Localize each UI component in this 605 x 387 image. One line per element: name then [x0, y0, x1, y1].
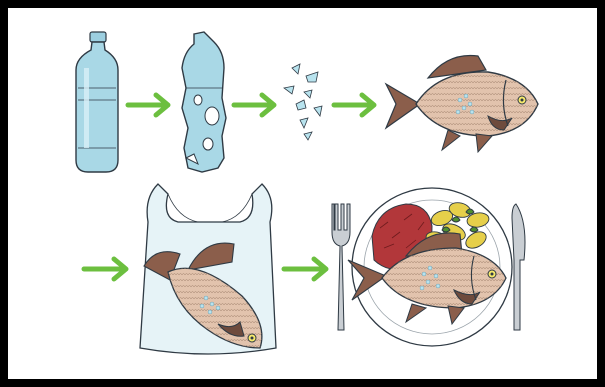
knife-icon	[512, 204, 525, 330]
broken-bottle-icon	[182, 32, 226, 172]
fork-icon	[332, 204, 350, 330]
arrow-right-icon	[334, 95, 374, 115]
microplastic-cycle-illustration	[8, 8, 597, 379]
arrow-right-icon	[84, 259, 126, 279]
fish-icon	[386, 55, 538, 152]
diagram-canvas	[8, 8, 597, 379]
arrow-right-icon	[234, 95, 274, 115]
arrow-right-icon	[284, 259, 326, 279]
plastic-bottle-icon	[76, 32, 118, 172]
microplastic-fragments-icon	[284, 64, 322, 140]
arrow-right-icon	[128, 95, 168, 115]
